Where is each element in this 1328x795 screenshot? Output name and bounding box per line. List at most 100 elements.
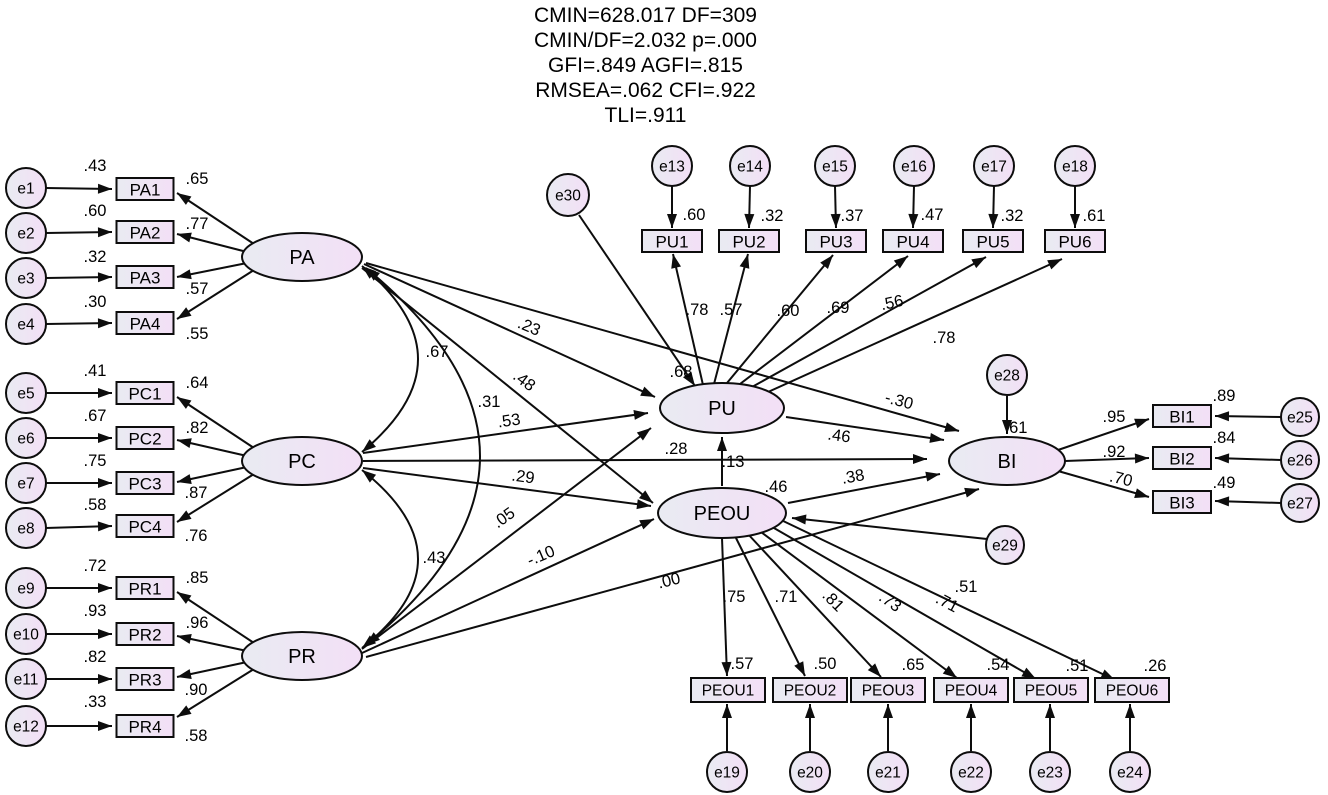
error-e8-label: e8 <box>17 521 34 538</box>
label-var-e2: .60 <box>84 202 107 220</box>
error-e22 <box>950 751 992 793</box>
label-load-BI1: .95 <box>1103 408 1126 426</box>
label-smc-PU: .68 <box>670 363 693 381</box>
label-path-PA-BI: -.30 <box>883 389 915 414</box>
edge-PU-PU1 <box>671 253 704 386</box>
label-load-PU6: .78 <box>933 329 956 347</box>
label-path-PC-PU: .53 <box>496 410 521 431</box>
label-path-PR-BI: .00 <box>656 569 683 592</box>
edge-PR-PU <box>361 427 652 650</box>
error-e13 <box>651 145 693 187</box>
error-e24 <box>1109 751 1151 793</box>
indicator-PC2 <box>115 426 175 450</box>
label-load-PC2: .82 <box>186 419 209 437</box>
error-e26-label: e26 <box>1287 453 1313 470</box>
indicator-PEOU2-label: PEOU2 <box>784 683 837 700</box>
indicator-PEOU5 <box>1013 677 1089 703</box>
edge-PR-PR1 <box>176 591 255 644</box>
label-smc-PU6: .61 <box>1083 207 1106 225</box>
label-smc-BI3: .49 <box>1213 474 1236 492</box>
error-e30 <box>546 173 590 217</box>
error-e6-label: e6 <box>17 431 34 448</box>
label-load-PEOU2: .71 <box>775 588 798 606</box>
error-e18 <box>1054 145 1096 187</box>
label-cov-PA-PR: .31 <box>478 393 501 411</box>
indicator-BI2-label: BI2 <box>1169 450 1195 469</box>
error-e25-label: e25 <box>1287 410 1313 427</box>
label-load-PEOU4: .73 <box>875 588 904 616</box>
latent-PR <box>241 631 363 681</box>
label-var-e8: .58 <box>84 496 107 514</box>
indicator-PEOU4 <box>933 677 1009 703</box>
label-load-PU2: .57 <box>720 301 743 319</box>
indicator-PR2 <box>115 622 175 646</box>
latent-PU <box>659 382 785 434</box>
indicator-PA4-label: PA4 <box>130 315 161 334</box>
label-path-PU-BI: .46 <box>826 425 851 446</box>
label-load-PEOU1: .75 <box>723 588 746 606</box>
indicator-PU1-label: PU1 <box>655 233 688 252</box>
indicator-PEOU4-label: PEOU4 <box>945 683 998 700</box>
label-load-PR2: .96 <box>186 614 209 632</box>
error-e9-label: e9 <box>17 581 34 598</box>
label-cov-PC-PR: .43 <box>423 549 446 567</box>
error-e21 <box>867 751 909 793</box>
label-smc-BI: .61 <box>1005 419 1028 437</box>
fit-stat-line-5: TLI=.911 <box>604 104 687 127</box>
indicator-PR4-label: PR4 <box>128 718 161 737</box>
error-e29-label: e29 <box>992 538 1018 555</box>
edge-e29-PEOU <box>791 514 988 540</box>
error-e24-label: e24 <box>1117 765 1143 782</box>
fit-stat-line-2: CMIN/DF=2.032 p=.000 <box>534 29 757 52</box>
error-e2 <box>5 212 47 254</box>
edge-PEOU-PEOU4 <box>756 528 958 679</box>
error-e30-label: e30 <box>555 188 581 205</box>
label-load-PA2: .77 <box>186 215 209 233</box>
latent-PA <box>241 232 363 282</box>
label-smc-PEOU2: .50 <box>814 655 837 673</box>
error-e25 <box>1280 397 1320 437</box>
error-e28 <box>986 354 1028 396</box>
indicator-PU2-label: PU2 <box>732 233 765 252</box>
label-smc-BI2: .84 <box>1213 429 1236 447</box>
indicator-PU4-label: PU4 <box>896 233 929 252</box>
label-load-PU3: .60 <box>777 302 800 320</box>
edge-e17-PU5 <box>988 185 999 229</box>
latent-PEOU <box>657 487 787 539</box>
edge-e27-BI3 <box>1214 496 1282 507</box>
error-e4 <box>5 303 47 345</box>
latent-PU-label: PU <box>708 398 736 420</box>
edge-e1-PA1 <box>45 183 113 194</box>
label-smc-PEOU6: .26 <box>1144 657 1167 675</box>
error-e10 <box>5 613 47 655</box>
indicator-PEOU5-label: PEOU5 <box>1025 683 1078 700</box>
error-e23 <box>1029 751 1071 793</box>
indicator-PEOU1 <box>690 677 766 703</box>
edge-PEOU-PEOU2 <box>734 535 806 677</box>
label-smc-PEOU: .46 <box>765 478 788 496</box>
edge-PEOU-PEOU1 <box>721 537 732 677</box>
edge-e16-PU4 <box>908 185 919 229</box>
label-smc-PEOU1: .57 <box>731 655 754 673</box>
indicator-PR3-label: PR3 <box>128 671 161 690</box>
edge-e15-PU3 <box>830 185 841 229</box>
indicator-PA4 <box>115 311 175 335</box>
indicator-PR2-label: PR2 <box>128 626 161 645</box>
label-var-e9: .72 <box>84 557 107 575</box>
edge-PA-PU <box>363 263 656 398</box>
edge-cov-PA-PC <box>361 265 419 453</box>
label-load-PR1: .85 <box>186 569 209 587</box>
label-var-e3: .32 <box>84 248 107 266</box>
label-load-PC1: .64 <box>186 374 209 392</box>
label-cov-PA-PC: .67 <box>426 343 449 361</box>
error-e15-label: e15 <box>822 159 848 176</box>
edge-PR-PR4 <box>176 668 255 718</box>
edge-PR-PR2 <box>176 634 248 652</box>
error-e26 <box>1280 440 1320 480</box>
label-load-PEOU3: .81 <box>819 587 848 616</box>
label-load-PA1: .65 <box>186 170 209 188</box>
edge-PEOU-PEOU5 <box>766 523 1037 680</box>
error-e8 <box>5 507 47 549</box>
